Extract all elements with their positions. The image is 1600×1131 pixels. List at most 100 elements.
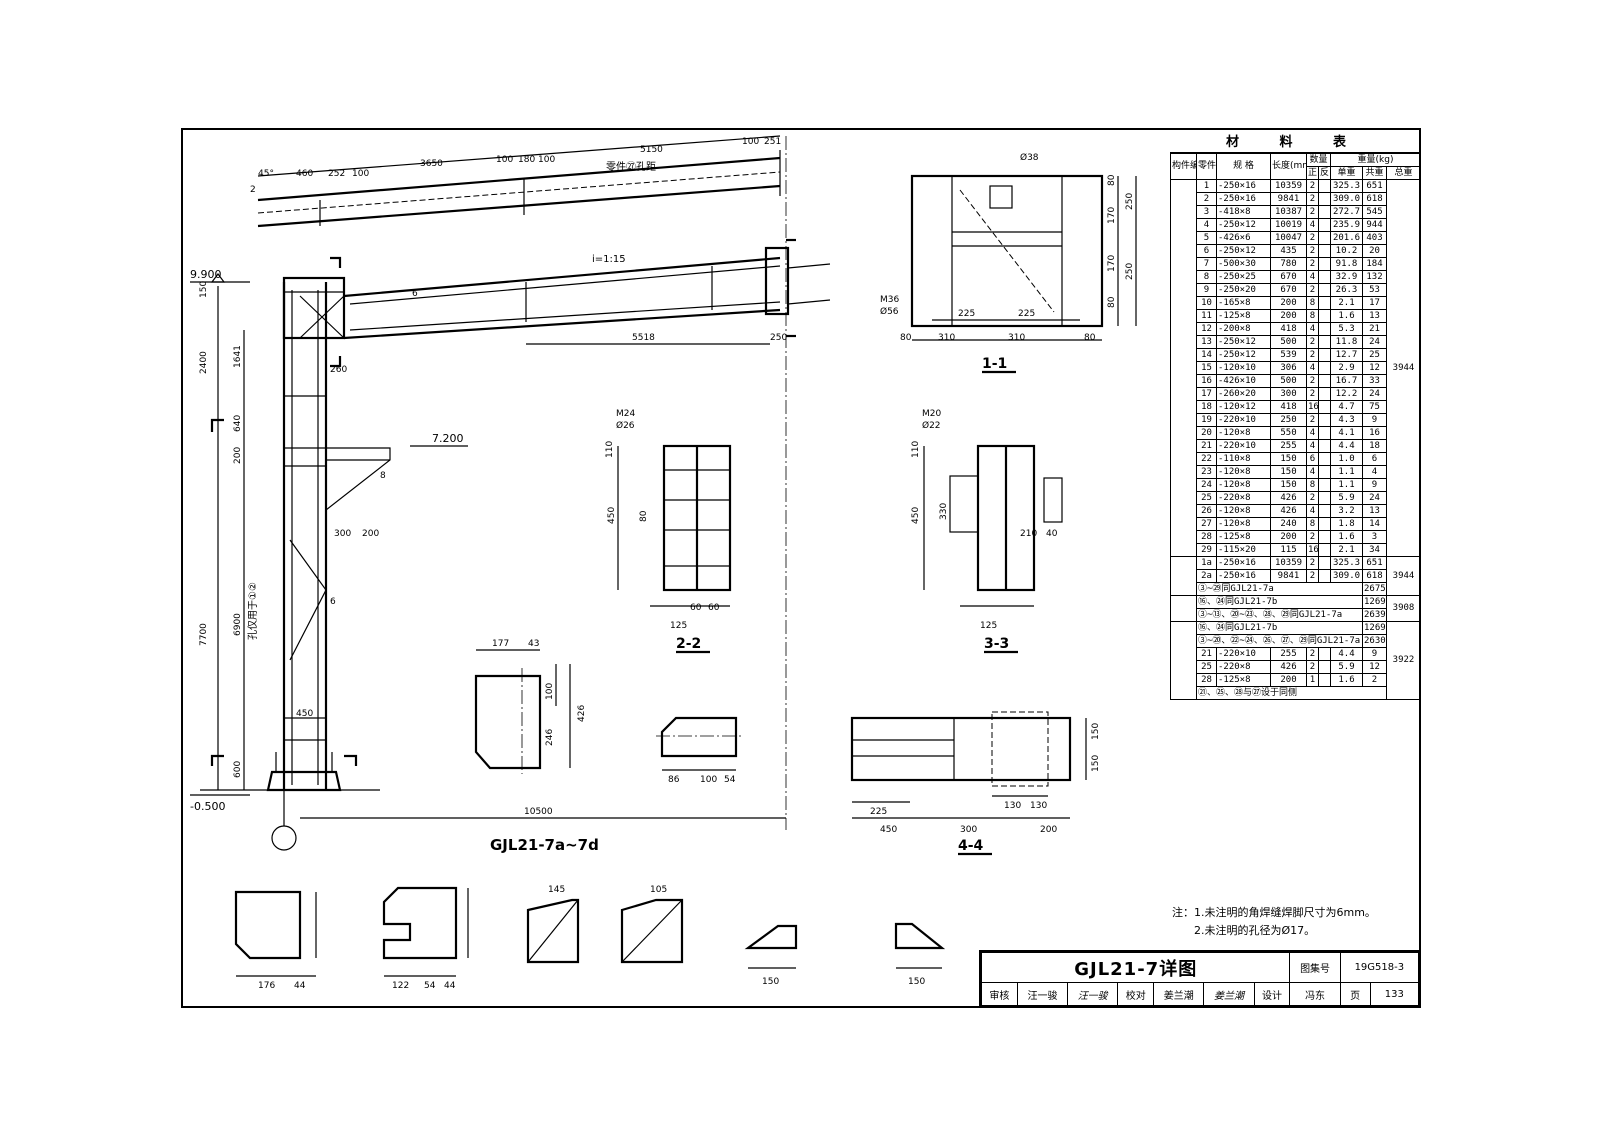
table-cell: 3.2 [1330, 504, 1364, 518]
header-part: 零件号 [1196, 153, 1217, 180]
table-cell: -250×16 [1216, 556, 1271, 570]
table-cell: 150 [1270, 452, 1307, 466]
table-cell: 4 [1306, 426, 1319, 440]
dimension-label: 170 [1107, 255, 1117, 272]
table-cell: 150 [1270, 478, 1307, 492]
table-cell: 20 [1196, 426, 1217, 440]
table-cell: -220×10 [1216, 439, 1271, 453]
table-cell [1317, 231, 1332, 245]
table-cell: 8 [1306, 478, 1319, 492]
table-cell: 403 [1362, 231, 1388, 245]
dimension-label: 170 [1107, 207, 1117, 224]
table-cell: 201.6 [1330, 231, 1364, 245]
table-cell: 2675 [1362, 582, 1388, 596]
elevation-label: 9.900 [190, 268, 222, 281]
table-cell: 25 [1362, 348, 1388, 362]
table-cell: -250×12 [1216, 244, 1271, 258]
member-total: 3944 [1386, 556, 1422, 596]
table-cell [1317, 296, 1332, 310]
dimension-label: 225 [958, 309, 975, 319]
table-cell: -250×12 [1216, 218, 1271, 232]
table-cell [1317, 322, 1332, 336]
dimension-label: 150 [762, 977, 779, 987]
dimension-label: 110 [605, 441, 615, 458]
dimension-label: 150 [1091, 723, 1101, 740]
table-cell: 6 [1196, 244, 1217, 258]
table-cell: 19 [1196, 413, 1217, 427]
table-cell: 3 [1362, 530, 1388, 544]
dimension-label: 450 [607, 507, 617, 524]
weld-label: 8 [380, 471, 386, 481]
table-cell: 4 [1306, 361, 1319, 375]
dimension-label: 10500 [524, 807, 553, 817]
table-cell: 24 [1362, 335, 1388, 349]
table-cell: -500×30 [1216, 257, 1271, 271]
table-cell: 21 [1362, 322, 1388, 336]
table-cell: 91.8 [1330, 257, 1364, 271]
member-name: GJL21-7c [1170, 595, 1197, 622]
table-cell: 5 [1196, 231, 1217, 245]
table-cell: 325.3 [1330, 556, 1364, 570]
table-cell: 2a [1196, 569, 1217, 583]
table-cell: 25 [1196, 491, 1217, 505]
table-cell: 4.3 [1330, 413, 1364, 427]
dimension-label: 3650 [420, 159, 443, 169]
check-name: 姜兰潮 [1153, 982, 1205, 1006]
table-cell: 5.3 [1330, 322, 1364, 336]
header-sum-weight: 共重 [1362, 166, 1388, 180]
table-cell: 10047 [1270, 231, 1307, 245]
table-cell [1317, 192, 1332, 206]
dimension-label: 130 [1004, 801, 1021, 811]
table-note: ⑯、㉔同GJL21-7b [1195, 621, 1364, 635]
dimension-label: 426 [577, 705, 587, 722]
table-cell: 12 [1196, 322, 1217, 336]
table-cell: 309.0 [1330, 192, 1364, 206]
dimension-label: 250 [1125, 263, 1135, 280]
table-cell [1317, 660, 1332, 674]
dimension-label: 252 [328, 169, 345, 179]
part-19-detail [234, 890, 317, 977]
table-cell: 2 [1306, 530, 1319, 544]
table-cell: -220×8 [1216, 660, 1271, 674]
dimension-label: 44 [294, 981, 306, 991]
notes-heading: 注： [1172, 906, 1194, 919]
table-cell: 255 [1270, 647, 1307, 661]
dimension-label: 251 [764, 137, 781, 147]
dimension-label: 6900 [233, 613, 243, 636]
page-number: 133 [1369, 982, 1420, 1006]
table-cell: 300 [1270, 387, 1307, 401]
table-cell: 418 [1270, 322, 1307, 336]
table-cell [1317, 556, 1332, 570]
table-cell [1317, 309, 1332, 323]
table-cell: -120×8 [1216, 465, 1271, 479]
header-unit-weight: 单重 [1330, 166, 1364, 180]
table-cell [1317, 517, 1332, 531]
table-cell: -165×8 [1216, 296, 1271, 310]
table-cell [1317, 647, 1332, 661]
hole-note-label: 孔仅用于①② [247, 582, 259, 640]
table-cell: 435 [1270, 244, 1307, 258]
table-cell: 2630 [1362, 634, 1388, 648]
table-cell: 6 [1362, 452, 1388, 466]
title-block: GJL21-7详图 图集号 19G518-3 审核 汪一骏 汪一骏 校对 姜兰潮… [979, 950, 1420, 1006]
dimension-label: 100 [700, 775, 717, 785]
table-cell: -260×20 [1216, 387, 1271, 401]
table-cell: -220×10 [1216, 647, 1271, 661]
table-cell: 12.7 [1330, 348, 1364, 362]
dimension-label: 86 [668, 775, 680, 785]
table-cell: 1269 [1362, 595, 1388, 609]
review-name: 汪一骏 [1016, 982, 1069, 1006]
dimension-label: 125 [670, 621, 687, 631]
table-cell: 8 [1306, 517, 1319, 531]
table-cell: 29 [1196, 543, 1217, 557]
table-cell [1317, 348, 1332, 362]
